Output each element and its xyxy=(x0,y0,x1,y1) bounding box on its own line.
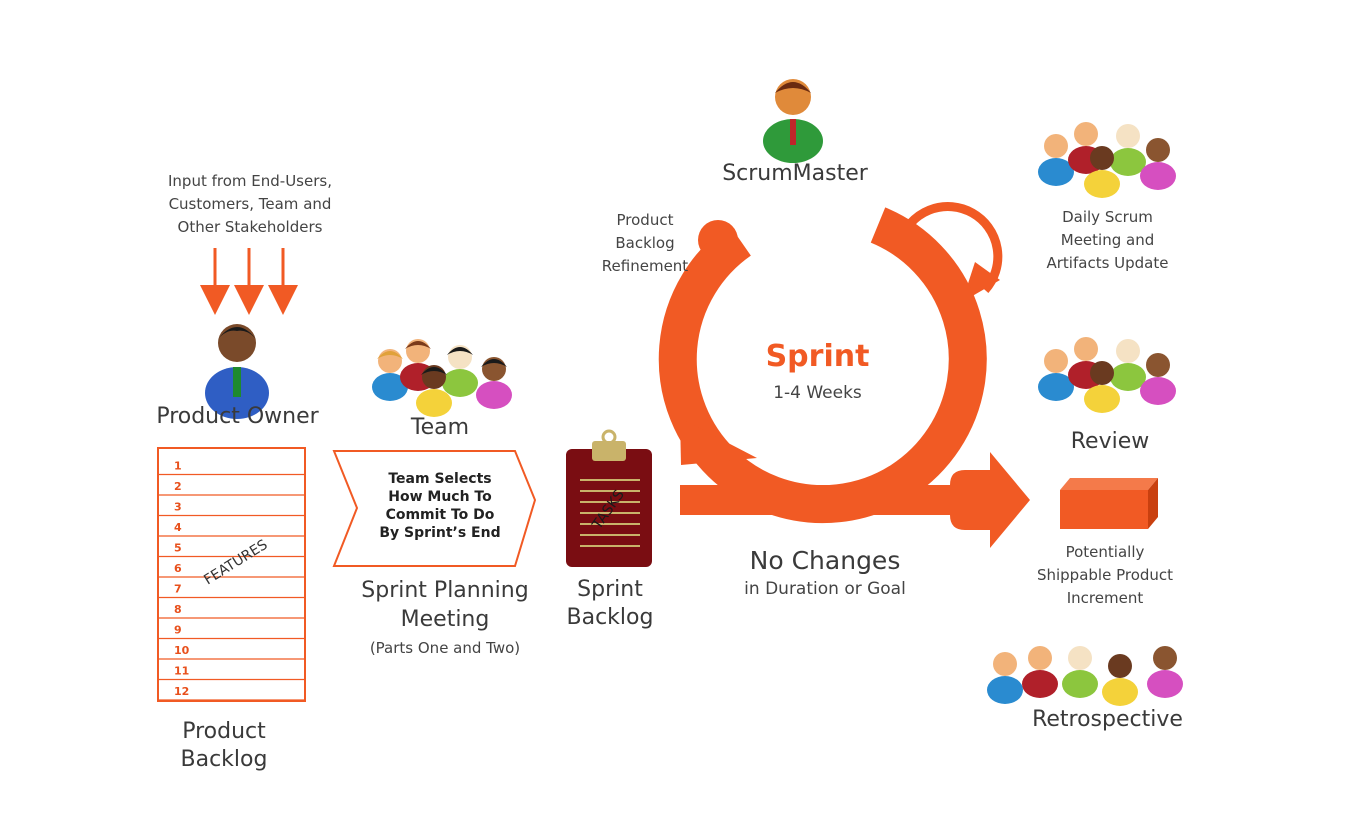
sprint-duration: 1-4 Weeks xyxy=(773,383,862,403)
backlog-row-number: 7 xyxy=(174,583,182,596)
backlog-row-number: 6 xyxy=(174,562,182,575)
team-icon xyxy=(372,339,512,417)
sprint-cycle xyxy=(658,207,1030,548)
sprint-title: Sprint xyxy=(765,339,870,374)
planning-chevron xyxy=(332,450,537,567)
retrospective-label: Retrospective xyxy=(1032,707,1183,732)
review-team-icon xyxy=(1038,337,1176,413)
no-changes-title: No Changes xyxy=(749,546,901,575)
daily-scrum-team-icon xyxy=(1038,122,1176,198)
increment-label: Potentially Shippable Product Increment xyxy=(1036,543,1174,607)
sprint-backlog-label: Sprint Backlog xyxy=(566,577,654,630)
backlog-row-number: 8 xyxy=(174,603,182,616)
backlog-row-number: 1 xyxy=(174,460,182,473)
scrummaster-icon xyxy=(763,79,823,163)
backlog-row-number: 12 xyxy=(174,685,189,698)
planning-chevron-text: Team Selects How Much To Commit To Do By… xyxy=(379,471,501,541)
backlog-row-number: 9 xyxy=(174,624,182,637)
backlog-row-number: 2 xyxy=(174,480,182,493)
review-label: Review xyxy=(1070,429,1150,454)
refinement-label: Product Backlog Refinement xyxy=(601,211,689,275)
no-changes-subtitle: in Duration or Goal xyxy=(744,579,906,599)
daily-scrum-label: Daily Scrum Meeting and Artifacts Update xyxy=(1046,208,1169,272)
backlog-row-number: 11 xyxy=(174,665,189,678)
input-note: Input from End-Users, Customers, Team an… xyxy=(168,172,332,236)
input-arrows xyxy=(200,248,298,315)
product-owner-label: Product Owner xyxy=(156,404,319,429)
backlog-row-number: 10 xyxy=(174,644,190,657)
sprint-backlog-clipboard: TASKS xyxy=(566,429,652,567)
product-backlog-label: Product Backlog xyxy=(180,719,268,772)
product-owner-icon xyxy=(205,324,269,419)
team-label: Team xyxy=(410,415,470,440)
backlog-row-number: 4 xyxy=(174,521,182,534)
scrummaster-label: ScrumMaster xyxy=(722,161,868,186)
sprint-planning-subtitle: (Parts One and Two) xyxy=(369,639,521,657)
increment-box xyxy=(1060,478,1158,529)
sprint-planning-label: Sprint Planning Meeting xyxy=(361,578,529,632)
backlog-row-number: 3 xyxy=(174,501,182,514)
backlog-row-number: 5 xyxy=(174,542,182,555)
retrospective-team-icon xyxy=(987,646,1183,706)
